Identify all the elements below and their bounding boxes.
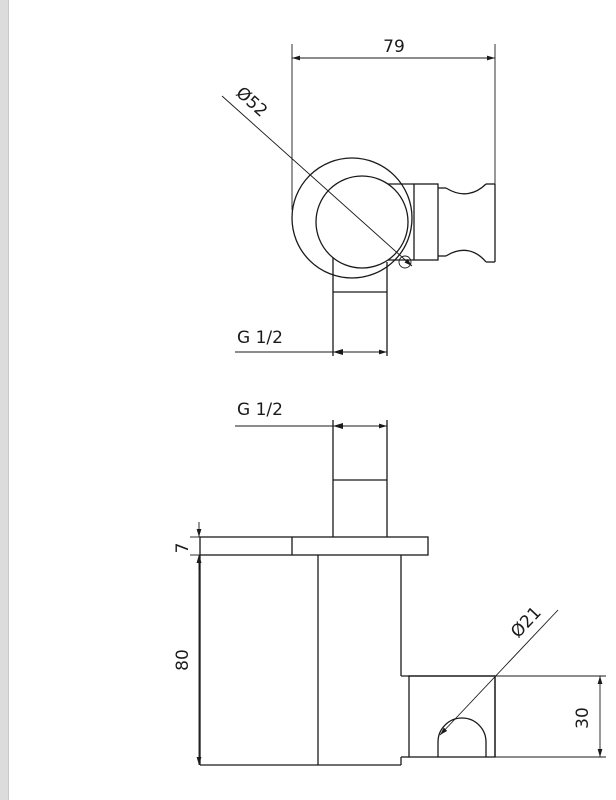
inner-hole <box>315 175 409 269</box>
dimension-7: 7 <box>173 522 202 570</box>
dim-label-diameter-21: Ø21 <box>507 603 546 642</box>
body <box>199 555 496 766</box>
dim-label-30: 30 <box>573 707 593 729</box>
holder-block <box>401 675 496 758</box>
dimension-79: 79 <box>291 37 496 210</box>
dim-label-thread-bottom: G 1/2 <box>237 400 283 420</box>
side-view: G 1/2 7 <box>173 400 606 766</box>
holder-arm <box>388 183 496 263</box>
pipe-stub-top <box>332 258 388 356</box>
dim-label-7: 7 <box>173 543 193 554</box>
dimension-80: 80 <box>173 555 202 765</box>
dimension-thread-top: G 1/2 <box>235 328 387 355</box>
dimension-thread-bottom: G 1/2 <box>235 400 387 429</box>
dim-label-thread-top: G 1/2 <box>237 328 283 348</box>
outer-disc <box>291 157 413 279</box>
flange <box>199 536 429 556</box>
dim-label-80: 80 <box>173 649 193 671</box>
dim-label-79: 79 <box>383 37 405 57</box>
top-view: 79 Ø52 G 1/2 <box>221 37 496 356</box>
dimension-diameter-52: Ø52 <box>221 83 413 267</box>
pipe-stub-side <box>332 420 388 537</box>
dimension-30: 30 <box>495 675 606 758</box>
window-frame-left <box>0 0 9 800</box>
small-circle <box>398 255 412 269</box>
dimension-diameter-21: Ø21 <box>439 603 559 736</box>
dim-label-diameter-52: Ø52 <box>232 83 271 121</box>
